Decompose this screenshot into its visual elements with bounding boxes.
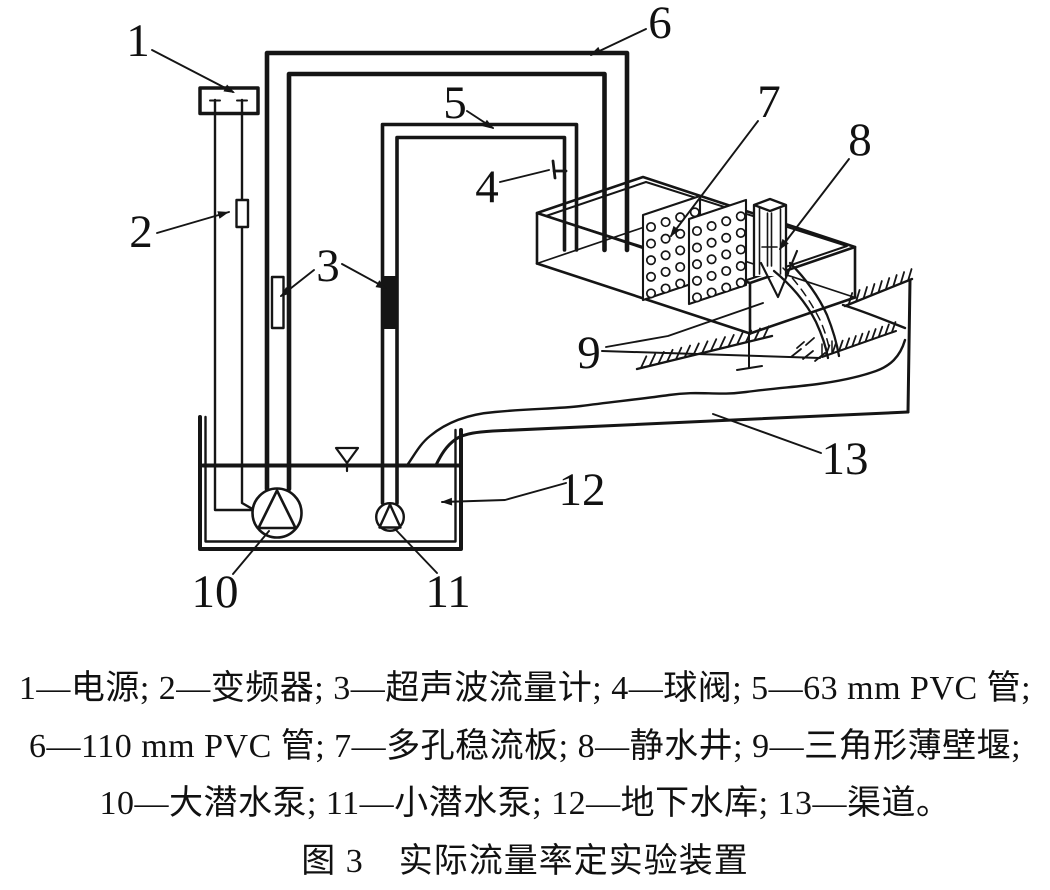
- part-label-8: 8: [848, 114, 872, 166]
- legend-line-3: 10—大潜水泵; 11—小潜水泵; 12—地下水库; 13—渠道。: [99, 785, 951, 822]
- large-submersible-pump: [251, 487, 303, 539]
- flow-meter-left: [270, 275, 285, 330]
- jet-inner-curve: [788, 261, 841, 358]
- jet-outer-curve: [772, 269, 830, 360]
- leader-9: [605, 302, 764, 348]
- power-supply: [198, 86, 260, 116]
- stilling-well: [752, 197, 788, 278]
- reservoir-outer-wall: [198, 415, 463, 551]
- flow-meter-right: [383, 276, 397, 329]
- part-label-2: 2: [129, 206, 153, 258]
- leader-13: [712, 413, 822, 454]
- part-label-7: 7: [757, 76, 781, 128]
- legend-line-2: 6—110 mm PVC 管; 7—多孔稳流板; 8—静水井; 9—三角形薄壁堰…: [28, 727, 1022, 765]
- experiment-apparatus-diagram: 1 2 3 4 5 6 7 8 9 10 11 12 13: [126, 0, 914, 618]
- leader-8: [779, 158, 850, 250]
- figure-title: 图 3 实际流量率定实验装置: [301, 842, 749, 880]
- figure-caption: 1—电源; 2—变频器; 3—超声波流量计; 4—球阀; 5—63 mm PVC…: [0, 660, 1050, 890]
- part-label-9: 9: [577, 327, 601, 379]
- power-supply-box: [198, 86, 260, 116]
- well-outline: [752, 197, 788, 278]
- part-label-6: 6: [648, 0, 672, 49]
- leader-arrowheads: [217, 46, 789, 506]
- splash-ticks: [790, 337, 826, 362]
- plate-2-holes: [691, 211, 746, 303]
- wire-right: [240, 98, 258, 513]
- well-backing: [753, 202, 787, 276]
- leader-10: [232, 530, 270, 575]
- pipe-63mm: [380, 122, 579, 505]
- legend-line-1: 1—电源; 2—变频器; 3—超声波流量计; 4—球阀; 5—63 mm PVC…: [18, 670, 1032, 707]
- v-notch-weir: [759, 249, 841, 360]
- part-label-13: 13: [822, 433, 869, 485]
- jet-mid-dashes: [782, 267, 831, 353]
- leader-1: [151, 49, 234, 93]
- part-label-10: 10: [192, 566, 239, 618]
- channel-near-edge: [434, 410, 910, 467]
- pipe-110-outer: [264, 50, 630, 492]
- perforated-plate-2: [687, 198, 748, 306]
- leader-7: [670, 120, 759, 237]
- channel-near-bank-line: [601, 350, 821, 359]
- leader-4: [499, 169, 550, 183]
- weir-notch: [759, 249, 799, 299]
- leader-lines: [151, 28, 850, 575]
- pipe-63-outer: [380, 122, 579, 505]
- leader-12: [441, 482, 567, 503]
- leader-11: [395, 529, 438, 574]
- well-inner-lines: [758, 207, 782, 275]
- part-label-5: 5: [443, 77, 467, 129]
- perforated-plate-1: [641, 194, 702, 302]
- leader-2: [156, 211, 230, 234]
- power-wires: [213, 98, 258, 513]
- part-label-1: 1: [126, 15, 150, 67]
- wire-left: [213, 98, 255, 512]
- part-labels: 1 2 3 4 5 6 7 8 9 10 11 12 13: [126, 0, 872, 618]
- leader-6: [590, 28, 647, 56]
- pipe-110-inner: [286, 71, 607, 492]
- channel-bank-profile: [841, 303, 907, 330]
- pipe-63-inner: [395, 135, 567, 505]
- small-submersible-pump: [375, 502, 406, 533]
- tank-support-leg: [736, 332, 763, 371]
- channel-right-cut-edge: [906, 278, 912, 414]
- channel-floor-wavy-line: [406, 338, 907, 466]
- part-label-4: 4: [475, 161, 499, 213]
- reservoir-inner-wall: [204, 415, 457, 543]
- part-label-11: 11: [425, 566, 470, 618]
- inverter: [235, 198, 250, 229]
- pipe-110mm: [264, 50, 630, 492]
- water-level-symbol: [334, 446, 360, 473]
- jet-end-dashes: [821, 340, 833, 357]
- ball-valve: [551, 159, 568, 180]
- part-label-3: 3: [316, 240, 340, 292]
- underground-reservoir: [198, 415, 463, 551]
- part-label-12: 12: [559, 464, 606, 516]
